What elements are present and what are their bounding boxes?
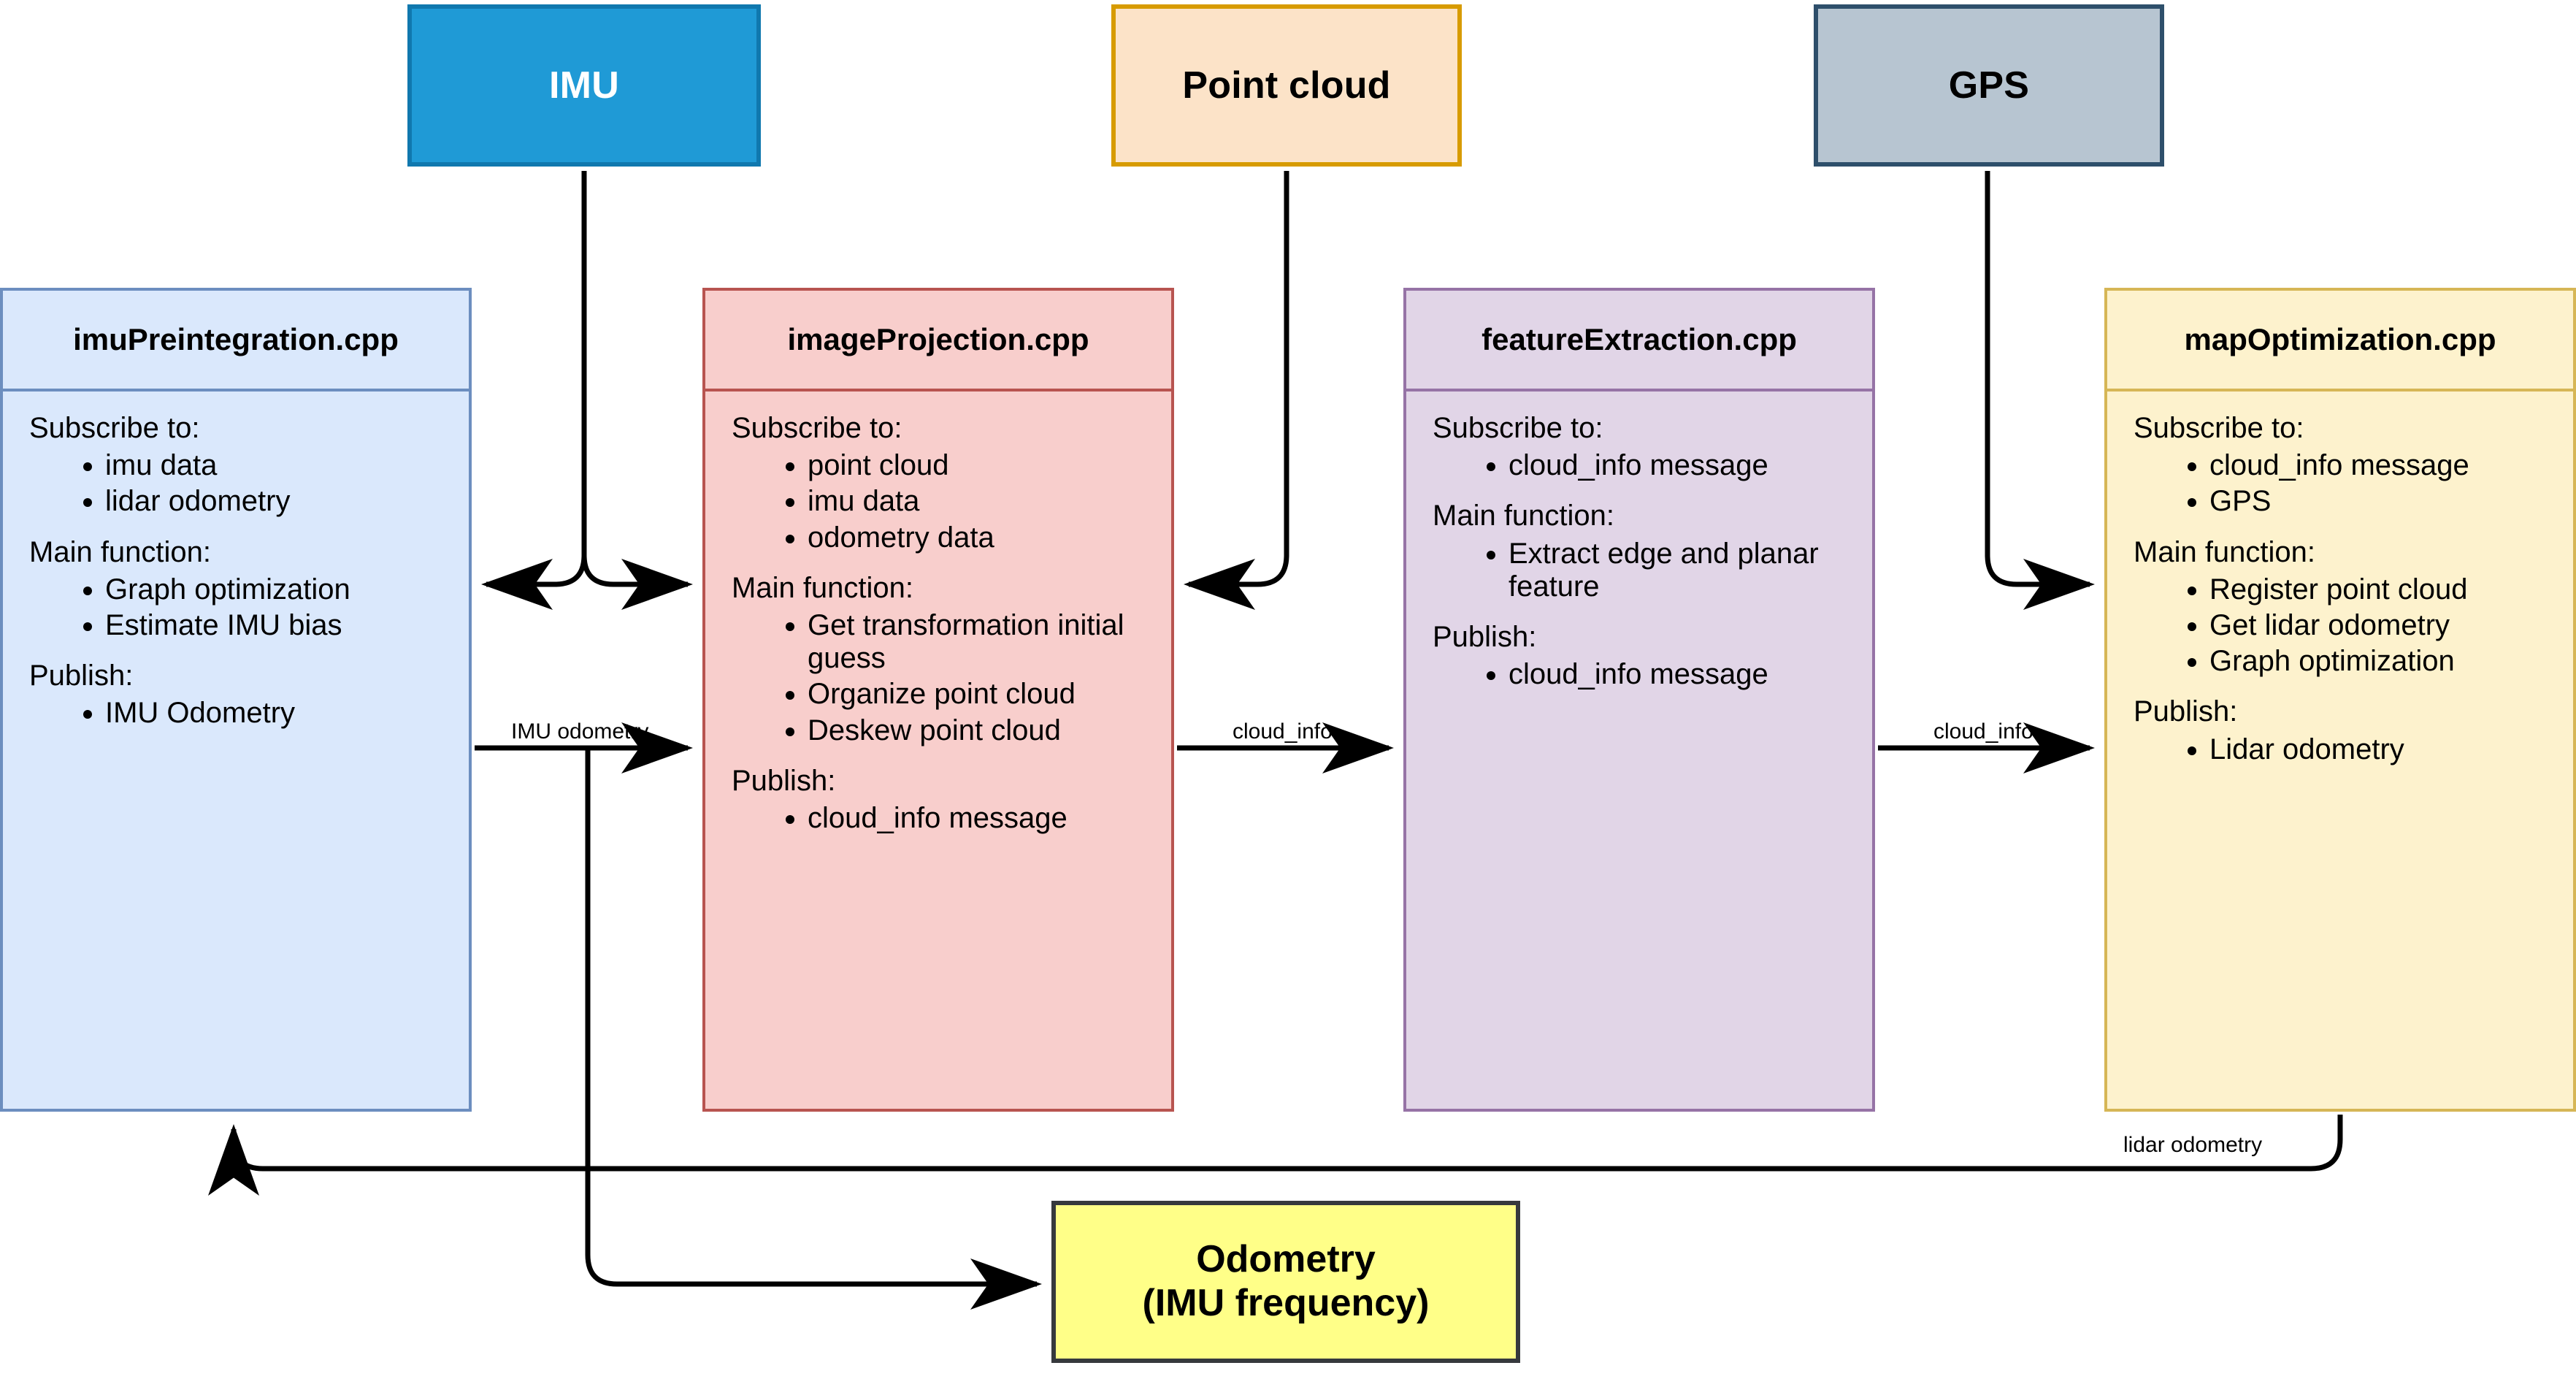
subscribe-heading: Subscribe to: bbox=[2134, 412, 2304, 444]
list-item: Estimate IMU bias bbox=[105, 609, 453, 642]
source-label-point-cloud: Point cloud bbox=[1182, 64, 1391, 107]
list-item: cloud_info message bbox=[1509, 449, 1856, 482]
main-function-heading: Main function: bbox=[29, 535, 212, 568]
list-item: cloud_info message bbox=[808, 802, 1155, 835]
source-box-gps[interactable]: GPS bbox=[1814, 4, 2164, 167]
list-item: Graph optimization bbox=[105, 573, 453, 606]
list-item: imu data bbox=[808, 485, 1155, 518]
edge-pointcloud bbox=[1184, 171, 1289, 610]
main-function-heading: Main function: bbox=[2134, 535, 2316, 568]
source-label-imu: IMU bbox=[549, 64, 619, 107]
edge-label-lidar-odometry: lidar odometry bbox=[2123, 1133, 2263, 1157]
publish-heading: Publish: bbox=[29, 660, 134, 692]
source-box-point-cloud[interactable]: Point cloud bbox=[1111, 4, 1462, 167]
module-title-imu-preintegration: imuPreintegration.cpp bbox=[3, 291, 469, 391]
source-box-imu[interactable]: IMU bbox=[407, 4, 761, 167]
publish-list: Lidar odometry bbox=[2134, 733, 2557, 766]
main-function-heading: Main function: bbox=[732, 571, 914, 604]
publish-list: IMU Odometry bbox=[29, 697, 453, 730]
publish-heading: Publish: bbox=[732, 764, 836, 797]
list-item: Get lidar odometry bbox=[2209, 609, 2557, 642]
list-item: Organize point cloud bbox=[808, 678, 1155, 711]
output-box-odometry[interactable]: Odometry (IMU frequency) bbox=[1051, 1201, 1520, 1363]
subscribe-list: imu data lidar odometry bbox=[29, 449, 453, 518]
main-function-list: Graph optimization Estimate IMU bias bbox=[29, 573, 453, 642]
list-item: cloud_info message bbox=[2209, 449, 2557, 482]
list-item: Register point cloud bbox=[2209, 573, 2557, 606]
edge-label-cloud-info-1: cloud_info bbox=[1233, 719, 1333, 744]
output-label-line2: (IMU frequency) bbox=[1142, 1282, 1430, 1324]
edge-gps bbox=[1985, 171, 2095, 610]
module-body-image-projection: Subscribe to: point cloud imu data odome… bbox=[705, 391, 1171, 835]
list-item: odometry data bbox=[808, 522, 1155, 554]
publish-list: cloud_info message bbox=[732, 802, 1155, 835]
module-title-map-optimization: mapOptimization.cpp bbox=[2107, 291, 2573, 391]
list-item: cloud_info message bbox=[1509, 658, 1856, 691]
edge-lidar-odometry bbox=[208, 1115, 2343, 1196]
list-item: imu data bbox=[105, 449, 453, 482]
module-box-map-optimization[interactable]: mapOptimization.cpp Subscribe to: cloud_… bbox=[2104, 288, 2576, 1112]
source-label-gps: GPS bbox=[1948, 64, 2030, 107]
main-function-list: Get transformation initial guess Organiz… bbox=[732, 609, 1155, 747]
main-function-list: Extract edge and planar feature bbox=[1433, 538, 1856, 603]
module-body-map-optimization: Subscribe to: cloud_info message GPS Mai… bbox=[2107, 391, 2573, 766]
publish-heading: Publish: bbox=[1433, 620, 1537, 653]
subscribe-list: cloud_info message GPS bbox=[2134, 449, 2557, 518]
list-item: GPS bbox=[2209, 485, 2557, 518]
subscribe-heading: Subscribe to: bbox=[29, 412, 200, 444]
module-box-image-projection[interactable]: imageProjection.cpp Subscribe to: point … bbox=[702, 288, 1174, 1112]
module-box-imu-preintegration[interactable]: imuPreintegration.cpp Subscribe to: imu … bbox=[0, 288, 472, 1112]
module-box-feature-extraction[interactable]: featureExtraction.cpp Subscribe to: clou… bbox=[1403, 288, 1875, 1112]
list-item: Extract edge and planar feature bbox=[1509, 538, 1856, 603]
list-item: point cloud bbox=[808, 449, 1155, 482]
list-item: IMU Odometry bbox=[105, 697, 453, 730]
subscribe-list: point cloud imu data odometry data bbox=[732, 449, 1155, 554]
publish-heading: Publish: bbox=[2134, 695, 2238, 728]
output-label-line1: Odometry bbox=[1196, 1238, 1376, 1281]
module-title-feature-extraction: featureExtraction.cpp bbox=[1406, 291, 1872, 391]
publish-list: cloud_info message bbox=[1433, 658, 1856, 691]
main-function-list: Register point cloud Get lidar odometry … bbox=[2134, 573, 2557, 679]
module-body-imu-preintegration: Subscribe to: imu data lidar odometry Ma… bbox=[3, 391, 469, 730]
module-title-image-projection: imageProjection.cpp bbox=[705, 291, 1171, 391]
list-item: lidar odometry bbox=[105, 485, 453, 518]
list-item: Deskew point cloud bbox=[808, 714, 1155, 747]
main-function-heading: Main function: bbox=[1433, 500, 1615, 532]
edge-label-cloud-info-2: cloud_info bbox=[1933, 719, 2033, 744]
list-item: Graph optimization bbox=[2209, 645, 2557, 678]
list-item: Get transformation initial guess bbox=[808, 609, 1155, 675]
edge-label-imu-odometry: IMU odometry bbox=[511, 719, 649, 744]
list-item: Lidar odometry bbox=[2209, 733, 2557, 766]
edge-imu-split bbox=[481, 171, 693, 610]
subscribe-list: cloud_info message bbox=[1433, 449, 1856, 482]
subscribe-heading: Subscribe to: bbox=[732, 412, 902, 444]
module-body-feature-extraction: Subscribe to: cloud_info message Main fu… bbox=[1406, 391, 1872, 691]
subscribe-heading: Subscribe to: bbox=[1433, 412, 1603, 444]
